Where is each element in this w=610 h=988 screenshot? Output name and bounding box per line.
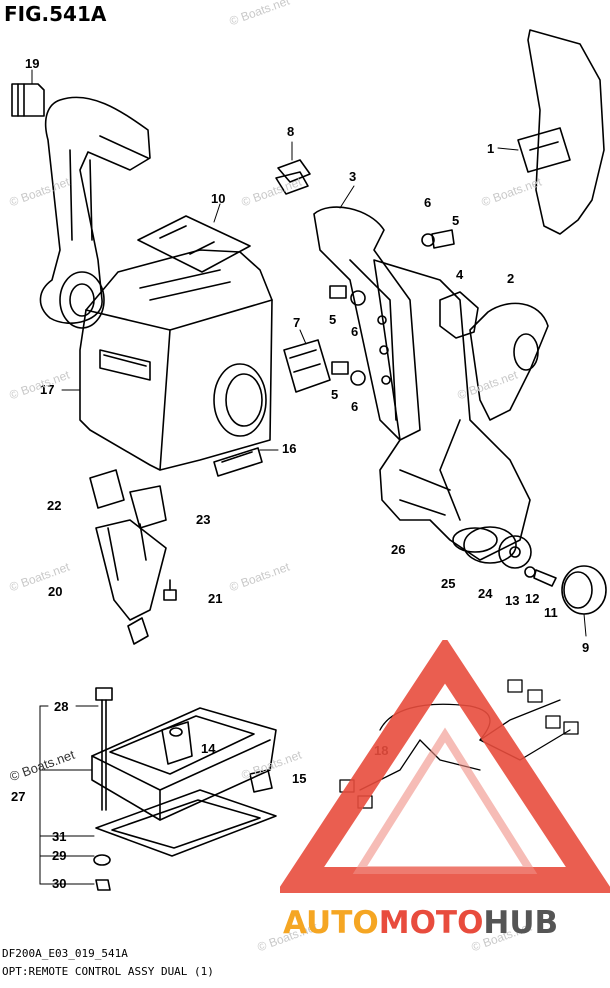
part-19-cap <box>11 83 45 117</box>
part-7-bracket <box>283 339 331 393</box>
callout-5: 5 <box>452 213 460 228</box>
part-24-washer <box>463 526 517 564</box>
screw-set <box>329 229 455 386</box>
part-2-lever <box>469 302 549 421</box>
part-22-connector <box>89 469 125 509</box>
callout-3: 3 <box>349 169 357 184</box>
callout-9: 9 <box>582 640 590 655</box>
left-lever <box>39 96 151 329</box>
callout-28: 28 <box>54 699 69 714</box>
callout-13: 13 <box>505 593 520 608</box>
part-23-connector <box>129 485 167 529</box>
callout-8: 8 <box>287 124 295 139</box>
part-27-base <box>91 707 277 821</box>
callout-30: 30 <box>52 876 67 891</box>
callout-11: 11 <box>544 605 558 620</box>
logo-part-auto: AUTO <box>283 905 379 941</box>
footer-code: DF200A_E03_019_541A <box>2 947 128 960</box>
part-14-insert <box>161 721 193 765</box>
automotohub-logo-text: AUTOMOTOHUB <box>283 905 558 941</box>
part-25-spring <box>452 527 498 553</box>
part-11-screw <box>524 566 557 587</box>
callout-10: 10 <box>211 191 226 206</box>
part-15-clip <box>249 769 273 793</box>
part-8-clip <box>275 159 311 195</box>
callout-31: 31 <box>52 829 67 844</box>
callout-27: 27 <box>11 789 26 804</box>
callout-6: 6 <box>351 399 359 414</box>
callout-25: 25 <box>441 576 456 591</box>
callout-6: 6 <box>424 195 432 210</box>
callout-6: 6 <box>351 324 359 339</box>
callout-1: 1 <box>487 141 495 156</box>
footer-description: OPT:REMOTE CONTROL ASSY DUAL (1) <box>2 965 214 978</box>
callout-20: 20 <box>48 584 63 599</box>
logo-part-hub: HUB <box>483 905 559 941</box>
logo-part-moto: MOTO <box>378 905 484 941</box>
callout-19: 19 <box>25 56 40 71</box>
callout-12: 12 <box>525 591 540 606</box>
callout-14: 14 <box>201 741 216 756</box>
callout-5: 5 <box>331 387 339 402</box>
part-1-lever <box>517 29 605 235</box>
callout-15: 15 <box>292 771 307 786</box>
callout-17: 17 <box>40 382 55 397</box>
part-10-plate <box>137 215 251 273</box>
callout-7: 7 <box>293 315 301 330</box>
callout-21: 21 <box>208 591 223 606</box>
part-9-cap <box>561 565 607 615</box>
callout-22: 22 <box>47 498 62 513</box>
part-30-nut <box>95 879 111 891</box>
part-28-bolt <box>95 687 113 811</box>
callout-4: 4 <box>456 267 464 282</box>
callout-23: 23 <box>196 512 211 527</box>
callout-24: 24 <box>478 586 493 601</box>
part-29-washer <box>93 854 111 866</box>
part-31-gasket <box>95 789 277 857</box>
callout-2: 2 <box>507 271 515 286</box>
part-17-housing <box>79 249 273 471</box>
part-26-arm <box>373 259 531 561</box>
callout-16: 16 <box>282 441 297 456</box>
part-16-tab <box>213 447 263 477</box>
callout-5: 5 <box>329 312 337 327</box>
part-20-harness <box>95 519 167 645</box>
part-21-screw <box>163 579 177 601</box>
callout-29: 29 <box>52 848 67 863</box>
figure-title: FIG.541A <box>4 2 107 26</box>
group-27-bracket <box>39 705 99 885</box>
automotohub-logo-mark <box>280 640 610 893</box>
callout-26: 26 <box>391 542 406 557</box>
part-4-plug <box>439 291 479 339</box>
part-13-plate <box>498 535 532 569</box>
